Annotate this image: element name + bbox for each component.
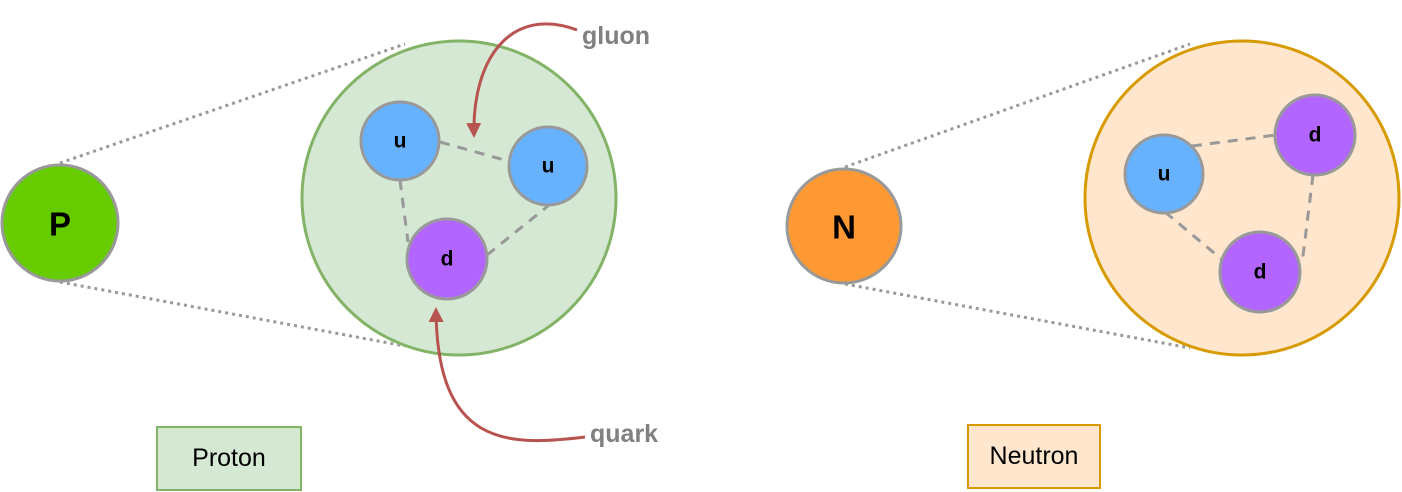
down-quark: d xyxy=(1218,230,1302,314)
neutron-zoom-line-top xyxy=(844,42,1191,169)
up-quark: u xyxy=(359,100,441,182)
svg-text:u: u xyxy=(1158,163,1171,186)
svg-text:Neutron: Neutron xyxy=(990,442,1079,470)
svg-text:d: d xyxy=(441,248,454,271)
gluon-line xyxy=(1300,174,1315,265)
svg-text:Proton: Proton xyxy=(192,444,266,472)
up-quark: u xyxy=(507,125,589,207)
svg-text:d: d xyxy=(1254,261,1267,284)
neutron-node: N xyxy=(785,167,903,285)
gluon-line xyxy=(1164,210,1226,264)
down-quark: d xyxy=(405,217,489,301)
neutron-caption: Neutron xyxy=(967,424,1101,489)
gluon-line xyxy=(1191,133,1277,148)
quark-arrow xyxy=(428,307,586,443)
neutron-zoom-line-bottom xyxy=(844,282,1191,350)
gluon-line xyxy=(439,140,509,163)
up-quark: u xyxy=(1123,133,1205,215)
gluon-line xyxy=(486,204,549,257)
proton-caption: Proton xyxy=(156,426,302,491)
svg-text:u: u xyxy=(542,155,555,178)
svg-text:d: d xyxy=(1309,124,1322,147)
gluon-label: gluon xyxy=(582,22,650,50)
svg-text:N: N xyxy=(832,209,856,246)
proton-zoom-line-top xyxy=(59,42,406,165)
quark-label: quark xyxy=(590,420,658,448)
quark-annotation: quark xyxy=(428,307,658,448)
proton-zoom-line-bottom xyxy=(59,280,406,348)
neutron-group: u d d N Neutron xyxy=(785,39,1401,489)
svg-text:P: P xyxy=(49,206,71,243)
proton-group: u u d P Proton xyxy=(0,39,618,491)
proton-node: P xyxy=(0,163,120,283)
svg-text:u: u xyxy=(394,130,407,153)
gluon-annotation: gluon xyxy=(466,22,650,138)
down-quark: d xyxy=(1273,93,1357,177)
gluon-arrow xyxy=(466,22,578,138)
